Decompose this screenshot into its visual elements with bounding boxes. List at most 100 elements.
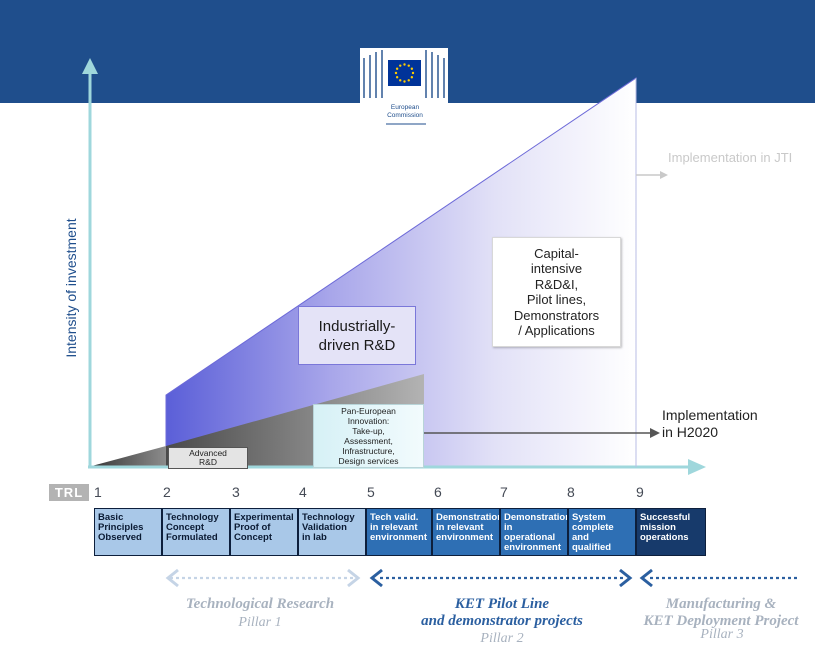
industrial-line-2: driven R&D <box>318 336 396 354</box>
x-axis-arrow-icon <box>688 459 706 475</box>
eu-star-icon <box>399 79 402 82</box>
trl-number-6: 6 <box>434 484 442 500</box>
eu-star-icon <box>411 71 415 75</box>
pan-line-5: Infrastructure, <box>342 446 395 456</box>
trl-step-3-line-3: Concept <box>234 532 272 543</box>
trl-badge: TRL <box>49 484 89 501</box>
trl-step-4-line-1: Technology <box>302 512 355 523</box>
trl-step-7-line-1: Demonstration <box>504 512 568 523</box>
trl-step-3: Experimental Proof of Concept <box>230 508 298 556</box>
trl-number-1: 1 <box>94 484 102 500</box>
eu-star-icon <box>403 80 406 83</box>
trl-step-6-line-2: in relevant <box>436 522 484 533</box>
industrially-driven-box: Industrially- driven R&D <box>298 306 416 365</box>
trl-step-8-line-1: System <box>572 512 606 523</box>
trl-step-1-line-2: Principles <box>98 522 144 533</box>
capital-line-1: Capital- <box>534 245 579 261</box>
trl-step-6-line-3: environment <box>436 532 494 543</box>
trl-step-2-line-2: Concept <box>166 522 204 533</box>
pillar-3-title: Manufacturing & KET Deployment Project <box>628 596 814 630</box>
trl-step-1-line-3: Observed <box>98 532 142 543</box>
trl-step-8: System complete and qualified <box>568 508 636 556</box>
trl-step-8-line-3: qualified <box>572 542 612 553</box>
trl-step-2: Technology Concept Formulated <box>162 508 230 556</box>
trl-step-1-line-1: Basic <box>98 512 124 523</box>
logo-line-2: Commission <box>387 112 423 119</box>
trl-number-3: 3 <box>232 484 240 500</box>
pan-line-4: Assessment, <box>344 436 393 446</box>
trl-step-4-line-2: Validation <box>302 522 347 533</box>
capital-line-6: / Applications <box>518 323 595 338</box>
industrial-line-1: Industrially- <box>318 317 396 335</box>
trl-step-5: Tech valid. in relevant environment <box>366 508 432 556</box>
eu-stars-icon <box>394 63 415 83</box>
trl-number-4: 4 <box>299 484 307 500</box>
pillar-2-title-line-1: KET Pilot Line <box>454 596 550 612</box>
grey-triangle <box>88 446 166 467</box>
eu-star-icon <box>410 67 414 70</box>
trl-step-9-line-2: mission <box>640 522 676 533</box>
trl-step-3-line-1: Experimental <box>234 512 294 523</box>
capital-intensive-box: Capital- intensive R&D&I, Pilot lines, D… <box>492 237 621 347</box>
pillar-3-title-line-2: KET Deployment Project <box>643 613 799 629</box>
capital-line-4: Pilot lines, <box>526 292 587 307</box>
h2020-line-1: Implementation <box>662 407 758 423</box>
implementation-h2020-label: Implementation in H2020 <box>662 407 802 441</box>
eu-star-icon <box>407 64 410 67</box>
y-axis-arrow-icon <box>82 58 98 74</box>
pillar-2-title: KET Pilot Line and demonstrator projects <box>392 596 612 630</box>
trl-step-9-line-3: operations <box>640 532 689 543</box>
capital-line-3: R&D&I, <box>534 276 579 292</box>
pillar-1-sub: Pillar 1 <box>238 615 282 630</box>
pillar-arrows <box>165 568 800 588</box>
pillar-3-title-line-1: Manufacturing & <box>665 596 777 612</box>
trl-step-2-line-1: Technology <box>166 512 219 523</box>
advanced-line-1: Advanced <box>189 447 227 458</box>
trl-number-8: 8 <box>567 484 575 500</box>
pillar-2-sub: Pillar 2 <box>480 631 524 646</box>
eu-star-icon <box>407 79 410 82</box>
advanced-line-2: R&D <box>199 457 217 467</box>
eu-star-icon <box>403 63 406 66</box>
eu-star-icon <box>394 71 398 75</box>
pillar-1-title-line-1: Technological Research <box>185 596 335 612</box>
trl-step-7-line-2: in operational <box>504 522 556 543</box>
trl-number-5: 5 <box>367 484 375 500</box>
trl-step-8-line-2: complete and <box>572 522 614 543</box>
trl-step-9-line-1: Successful <box>640 512 691 523</box>
logo-line-1: European <box>390 104 420 111</box>
trl-step-4: Technology Validation in lab <box>298 508 366 556</box>
commission-logo <box>360 48 448 125</box>
eu-star-icon <box>395 67 399 70</box>
trl-step-1: Basic Principles Observed <box>94 508 162 556</box>
trl-number-7: 7 <box>500 484 508 500</box>
eu-star-icon <box>399 64 402 67</box>
pan-line-2: Innovation: <box>347 416 390 426</box>
trl-step-2-line-3: Formulated <box>166 532 218 543</box>
advanced-rd-box: Advanced R&D <box>168 447 248 469</box>
eu-star-icon <box>395 76 399 79</box>
pillar-1-title: Technological Research <box>160 596 360 613</box>
trl-step-5-line-2: in relevant <box>370 522 418 533</box>
capital-line-5: Demonstrators <box>513 307 600 323</box>
trl-step-6: Demonstration in relevant environment <box>432 508 500 556</box>
implementation-jti-label: Implementation in JTI <box>668 150 793 165</box>
trl-step-5-line-1: Tech valid. <box>370 512 419 523</box>
trl-number-9: 9 <box>636 484 644 500</box>
trl-step-9: Successful mission operations <box>636 508 706 556</box>
eu-star-icon <box>410 76 414 79</box>
trl-step-6-line-1: Demonstration <box>436 512 500 523</box>
h2020-line-2: in H2020 <box>662 424 719 440</box>
capital-line-2: intensive <box>530 261 583 276</box>
pan-line-6: Design services <box>338 456 399 466</box>
pan-line-3: Take-up, <box>352 426 385 436</box>
trl-step-3-line-2: Proof of <box>234 522 271 533</box>
pillar-3-sub: Pillar 3 <box>700 627 744 642</box>
pan-line-1: Pan-European <box>341 406 396 416</box>
trl-step-5-line-3: environment <box>370 532 428 543</box>
trl-step-4-line-3: in lab <box>302 532 327 543</box>
trl-step-7-line-3: environment <box>504 542 562 553</box>
logo-text: European Commission <box>380 104 430 120</box>
